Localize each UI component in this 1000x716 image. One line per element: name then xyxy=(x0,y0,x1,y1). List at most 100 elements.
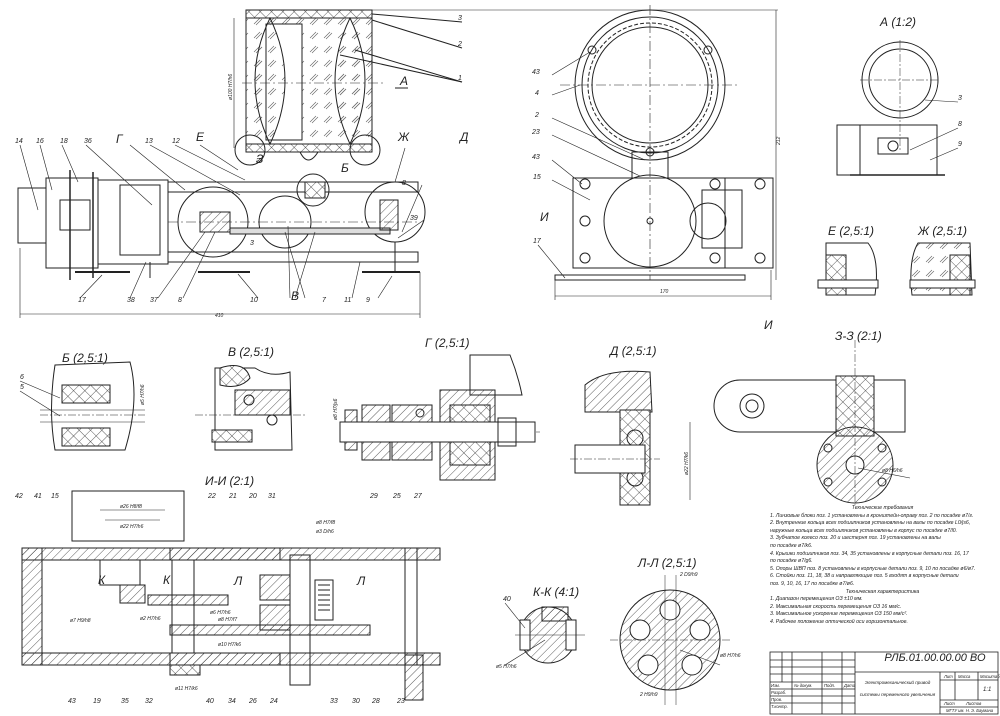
callout: 8 xyxy=(178,297,182,304)
marker-g: Г xyxy=(116,132,124,146)
main-leaders xyxy=(19,144,425,299)
callouts-b: 6 5 xyxy=(20,374,24,391)
view-v xyxy=(195,365,305,451)
callouts-ii-bottom: 43 19 35 32 40 34 26 24 33 30 28 23 xyxy=(68,698,405,705)
callout: 17 xyxy=(78,297,87,304)
callout: 33 xyxy=(330,698,338,705)
view-title-d: Д (2,5:1) xyxy=(608,344,656,358)
main-side-view xyxy=(17,170,426,280)
dim-ii-3: ø7 H9/h8 xyxy=(70,618,91,624)
section-kk xyxy=(504,602,585,666)
callout: 13 xyxy=(145,138,153,145)
tb-doc-no: № докум. xyxy=(794,683,813,688)
dim-ll-1: 2 D9/h9 xyxy=(679,572,698,578)
tech-char-item: 1. Диапазон перемещения ОЗ ±10 мм. xyxy=(770,596,863,603)
callout: 29 xyxy=(369,493,378,500)
section-ll xyxy=(610,575,730,705)
dim-ii-8: ø11 H7/k6 xyxy=(175,686,198,692)
view-title-ii: И-И (2:1) xyxy=(205,474,254,488)
dim-height: 212 xyxy=(776,136,782,146)
callout: 26 xyxy=(248,698,257,705)
view-zz xyxy=(713,340,911,505)
dim-ii-6: ø8 H7/f7 xyxy=(218,617,237,623)
marker-e: Е xyxy=(196,130,205,144)
callout: 4 xyxy=(535,90,539,97)
tb-org: МГТУ им. Н. Э. Баумана xyxy=(946,708,994,713)
callout: 43 xyxy=(68,698,76,705)
view-title-g: Г (2,5:1) xyxy=(425,336,470,350)
marker-l-right: Л xyxy=(356,574,366,588)
view-title-b: Б (2,5:1) xyxy=(62,351,108,365)
tb-sheet: Лист xyxy=(944,701,955,706)
marker-l-left: Л xyxy=(233,574,243,588)
callout: 8 xyxy=(402,180,406,187)
callout: 3 xyxy=(256,158,260,165)
lens-block xyxy=(233,9,463,166)
callout: 9 xyxy=(958,141,962,148)
view-title-zh: Ж (2,5:1) xyxy=(917,224,967,238)
view-title-e: Е (2,5:1) xyxy=(828,224,874,238)
callout: 15 xyxy=(533,174,541,181)
dim-overall-length: 410 xyxy=(215,313,224,319)
view-title-a: А (1:2) xyxy=(879,15,916,29)
tech-req-item: 2. Внутренние кольца всех подшипников ус… xyxy=(770,520,971,527)
dimension-overall-length xyxy=(19,248,421,318)
tb-change: Изм. xyxy=(771,683,780,688)
dim-ll-2: ø8 H7/h6 xyxy=(720,653,741,659)
view-title-v: В (2,5:1) xyxy=(228,345,274,359)
tb-sheets: Листов xyxy=(966,701,982,706)
callouts-a: 3 8 9 xyxy=(958,95,962,148)
callout: 16 xyxy=(36,138,44,145)
tb-scale-value: 1:1 xyxy=(983,687,992,693)
dim-ll-3: 2 H9/h9 xyxy=(639,692,658,698)
callout: 43 xyxy=(532,69,540,76)
callout: 3 xyxy=(458,15,462,22)
tech-req-item: 3. Зубчатое колесо поз. 20 и шестерня по… xyxy=(770,535,941,542)
callout: 41 xyxy=(34,493,42,500)
dim-ii-10: ø3 D/h6 xyxy=(316,529,334,535)
dim-fit-g: ø8 H7/js6 xyxy=(333,398,339,420)
dim-ii-9: ø8 H7/f8 xyxy=(316,520,335,526)
marker-a: А xyxy=(399,74,408,88)
marker-i: И xyxy=(540,210,549,224)
tb-scale: Масштаб xyxy=(980,674,1000,679)
dim-ii-7: ø10 H7/k6 xyxy=(218,642,241,648)
callout: 6 xyxy=(20,374,24,381)
callout: 35 xyxy=(121,698,129,705)
callout: 24 xyxy=(269,698,278,705)
tb-t-control: Т.контр. xyxy=(771,704,788,709)
callout: 15 xyxy=(51,493,59,500)
view-zh xyxy=(909,242,976,296)
dim-front-width: 170 xyxy=(660,289,669,295)
tech-char-item: 4. Рабочее положение оптической оси гори… xyxy=(770,618,908,625)
callout: 3 xyxy=(250,240,254,247)
drawing-name-line1: Электромеханический привод xyxy=(864,680,931,685)
callout: 23 xyxy=(531,129,540,136)
callout: 1 xyxy=(458,75,462,82)
callout: 37 xyxy=(150,297,159,304)
callout: 5 xyxy=(20,384,24,391)
callouts-main: 14 16 18 36 13 12 3 8 39 17 38 37 8 10 7… xyxy=(15,138,418,304)
view-e xyxy=(817,242,879,296)
view-g xyxy=(339,354,540,481)
callout: 21 xyxy=(228,493,237,500)
tech-req-item: 1. Линзовые блоки поз. 1 установлены в к… xyxy=(770,512,974,519)
drawing-code: РЛБ.01.00.00.00 ВО xyxy=(884,652,986,664)
callout: 40 xyxy=(503,596,511,603)
tech-req-item: по посадке ø7/g6. xyxy=(770,558,813,565)
tech-req-item: наружные кольца всех подшипников установ… xyxy=(770,527,958,534)
dim-kk: ø5 H7/h6 xyxy=(496,664,517,670)
dim-lens-dia: ø100 H7/h6 xyxy=(228,74,234,100)
callouts-front: 43 4 2 23 43 15 17 xyxy=(531,69,542,245)
callout: 42 xyxy=(15,493,23,500)
technical-requirements: Технические требования 1. Линзовые блоки… xyxy=(770,505,995,627)
section-ii xyxy=(21,490,441,701)
tech-req-item: 4. Крышки подшипников поз. 34, 35 устано… xyxy=(770,550,969,557)
callout: 43 xyxy=(532,154,540,161)
front-view xyxy=(372,5,778,300)
callout: 7 xyxy=(322,297,327,304)
callout: 9 xyxy=(366,297,370,304)
tb-sign: Подп. xyxy=(824,683,836,688)
tech-char-item: 2. Максимальная скорость перемещения ОЗ … xyxy=(770,603,902,610)
